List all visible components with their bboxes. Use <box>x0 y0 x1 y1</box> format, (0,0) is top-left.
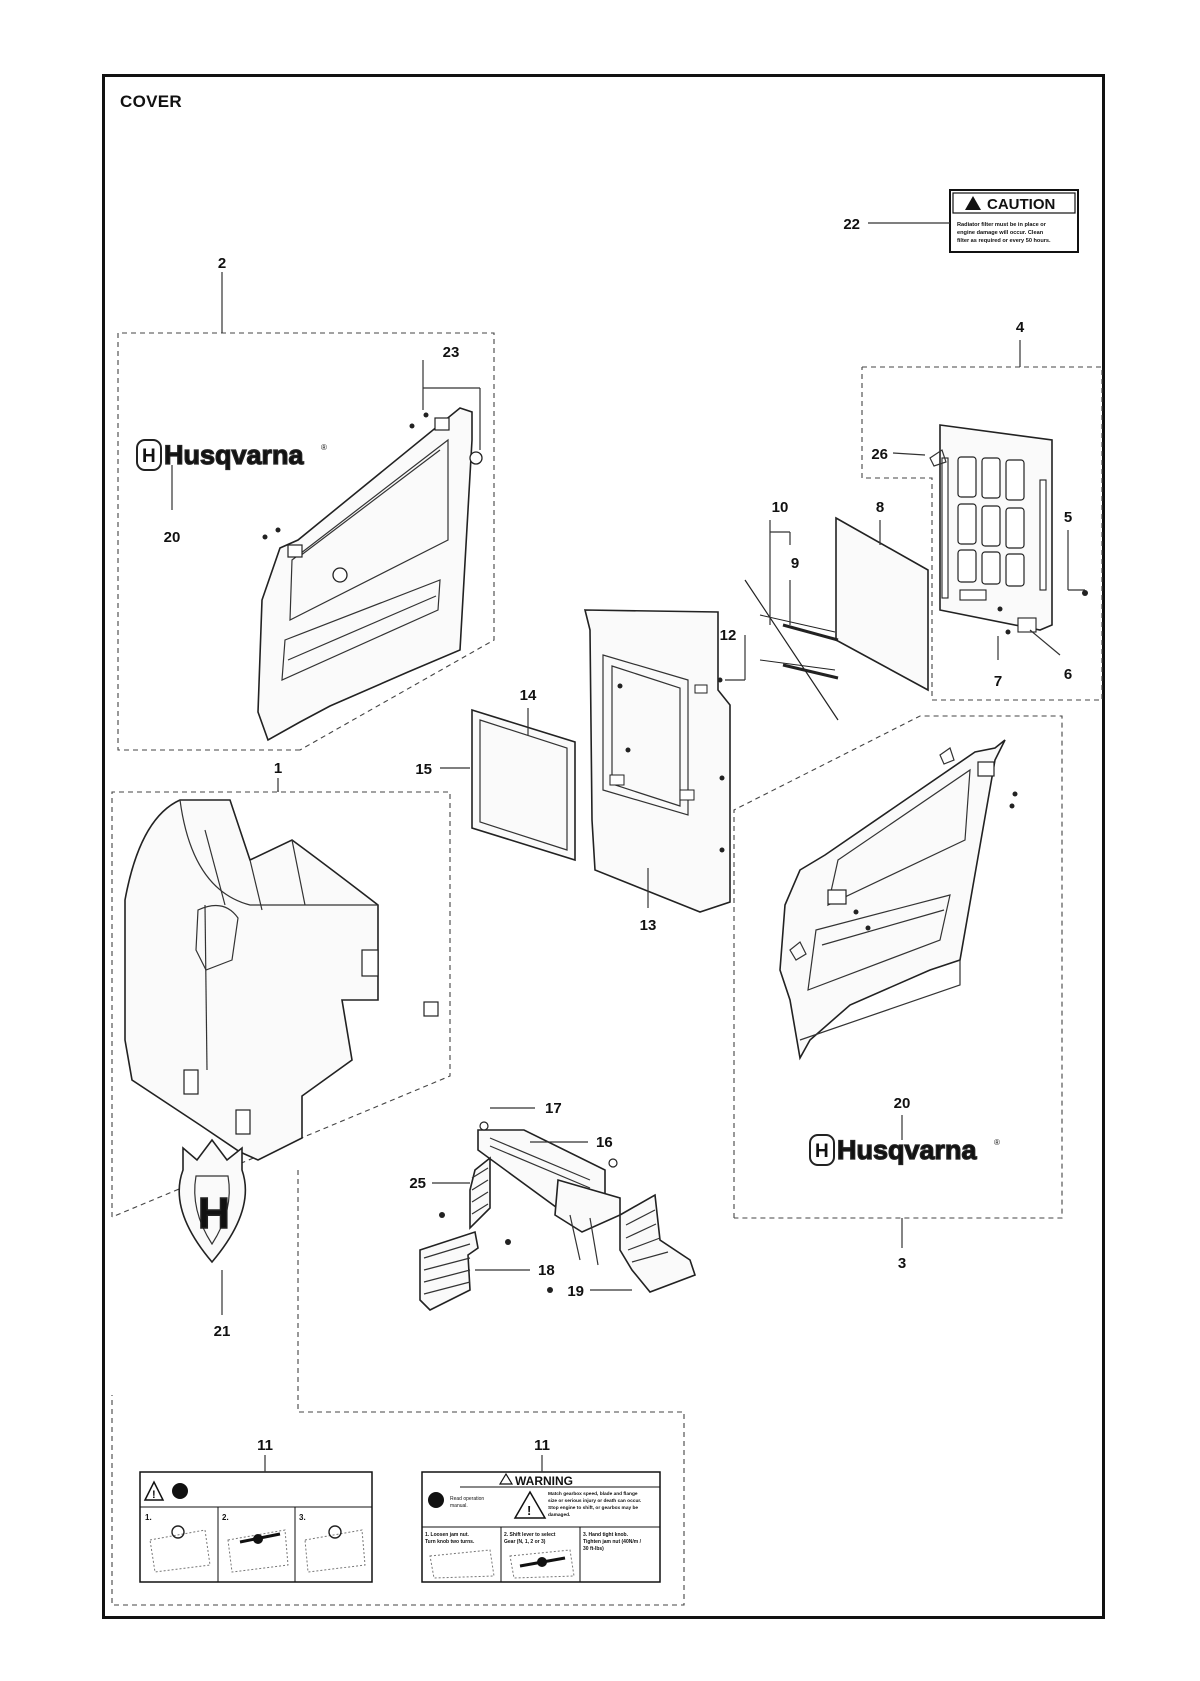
callout-7: 7 <box>994 673 1002 690</box>
callout-23: 23 <box>443 344 460 361</box>
caution-header: CAUTION <box>987 196 1055 213</box>
callout-15: 15 <box>415 761 432 778</box>
warning-text-4: damaged. <box>548 1512 570 1518</box>
filter-frame-plate <box>583 609 731 913</box>
warning-step-1a: 1. Loosen jam nut. <box>425 1532 470 1538</box>
callout-18: 18 <box>538 1262 555 1279</box>
callout-16: 16 <box>596 1134 613 1151</box>
caution-line-3: filter as required or every 50 hours. <box>957 238 1051 244</box>
svg-text:!: ! <box>152 1489 156 1501</box>
group-box-1 <box>111 791 451 1218</box>
logo-registered-mark: ® <box>321 443 327 452</box>
instruction-decal-steps: ! 1. 2. 3. <box>139 1471 373 1583</box>
callout-20-right: 20 <box>894 1095 911 1112</box>
group-box-4 <box>861 366 1103 701</box>
warning-step-2b: Gear (N, 1, 2 or 3) <box>504 1539 546 1545</box>
warning-triangle-icon <box>965 196 981 210</box>
monogram-badge-decal: H <box>178 1138 247 1264</box>
callout-1: 1 <box>274 760 282 777</box>
callout-6: 6 <box>1064 666 1072 683</box>
filter-mat <box>835 516 929 692</box>
callout-20-left: 20 <box>164 529 181 546</box>
warning-read-text: Read operation <box>450 1496 484 1502</box>
callout-3: 3 <box>898 1255 906 1272</box>
callout-12: 12 <box>720 627 737 644</box>
page-title: COVER <box>120 92 182 111</box>
callout-11-left: 11 <box>257 1437 273 1454</box>
callout-13: 13 <box>640 917 657 934</box>
callout-4: 4 <box>1016 319 1025 336</box>
callout-numbers: 22 2 23 20 4 26 10 9 8 5 6 7 12 14 15 13… <box>164 216 1073 1454</box>
warning-triangle-icon <box>143 1480 165 1501</box>
front-cover <box>124 799 439 1161</box>
logo-registered-mark: ® <box>994 1138 1000 1147</box>
warning-decal: WARNING Read operation manual. ! Match g… <box>421 1471 661 1583</box>
logo-monogram: H <box>815 1141 829 1162</box>
filter-springs <box>744 579 839 721</box>
logo-wordmark: Husqvarna <box>164 440 305 470</box>
step-2-number: 2. <box>222 1513 229 1522</box>
warning-text-2: size or serious injury or death can occu… <box>548 1498 641 1504</box>
warning-step-1b: Turn knob two turns. <box>425 1539 475 1545</box>
warning-text-3: Stop engine to shift, or gearbox may be <box>548 1505 638 1511</box>
callout-25: 25 <box>409 1175 426 1192</box>
warning-step-3b: Tighten jam nut (40N/m / <box>583 1539 642 1545</box>
callout-5: 5 <box>1064 509 1072 526</box>
callout-8: 8 <box>876 499 884 516</box>
side-cover-left <box>257 407 483 742</box>
leader-lines <box>171 222 1085 1472</box>
side-cover-right <box>779 739 1018 1061</box>
warning-step-3a: 3. Hand tight knob. <box>583 1532 629 1538</box>
callout-9: 9 <box>791 555 799 572</box>
logo-monogram: H <box>142 446 156 467</box>
step-1-number: 1. <box>145 1513 152 1522</box>
logo-wordmark: Husqvarna <box>837 1135 978 1165</box>
group-box-2 <box>117 332 495 751</box>
husqvarna-logo-decal-left: H Husqvarna ® <box>136 439 327 471</box>
husqvarna-logo-decal-right: H Husqvarna ® <box>809 1134 1000 1166</box>
warning-text-1: Match gearbox speed, blade and flange <box>548 1491 638 1497</box>
group-box-3 <box>733 715 1063 1219</box>
callout-11-right: 11 <box>534 1437 550 1454</box>
foam-seal-frame <box>471 708 576 862</box>
callout-14: 14 <box>520 687 537 704</box>
callout-19: 19 <box>567 1283 584 1300</box>
read-manual-icon <box>428 1492 444 1508</box>
warning-step-3c: 30 ft-lbs) <box>583 1546 604 1552</box>
callout-21: 21 <box>214 1323 231 1340</box>
group-box-labels <box>111 1170 685 1606</box>
caution-decal: CAUTION Radiator filter must be in place… <box>949 189 1079 253</box>
radiator-grille <box>929 424 1088 635</box>
read-manual-icon <box>172 1483 188 1499</box>
warning-read-text-2: manual. <box>450 1503 468 1509</box>
step-3-number: 3. <box>299 1513 306 1522</box>
caution-line-2: engine damage will occur. Clean <box>957 230 1044 236</box>
badge-monogram: H <box>198 1189 230 1238</box>
diagram-frame <box>102 74 1105 1619</box>
callout-2: 2 <box>218 255 226 272</box>
callout-26: 26 <box>871 446 888 463</box>
warning-step-2a: 2. Shift lever to select <box>504 1532 556 1538</box>
bottom-guard-brackets <box>419 1121 697 1311</box>
svg-text:!: ! <box>527 1503 531 1518</box>
callout-22: 22 <box>843 216 860 233</box>
warning-triangle-icon <box>513 1490 547 1519</box>
caution-line-1: Radiator filter must be in place or <box>957 222 1047 228</box>
callout-17: 17 <box>545 1100 562 1117</box>
warning-header: WARNING <box>515 1474 573 1488</box>
callout-10: 10 <box>772 499 789 516</box>
